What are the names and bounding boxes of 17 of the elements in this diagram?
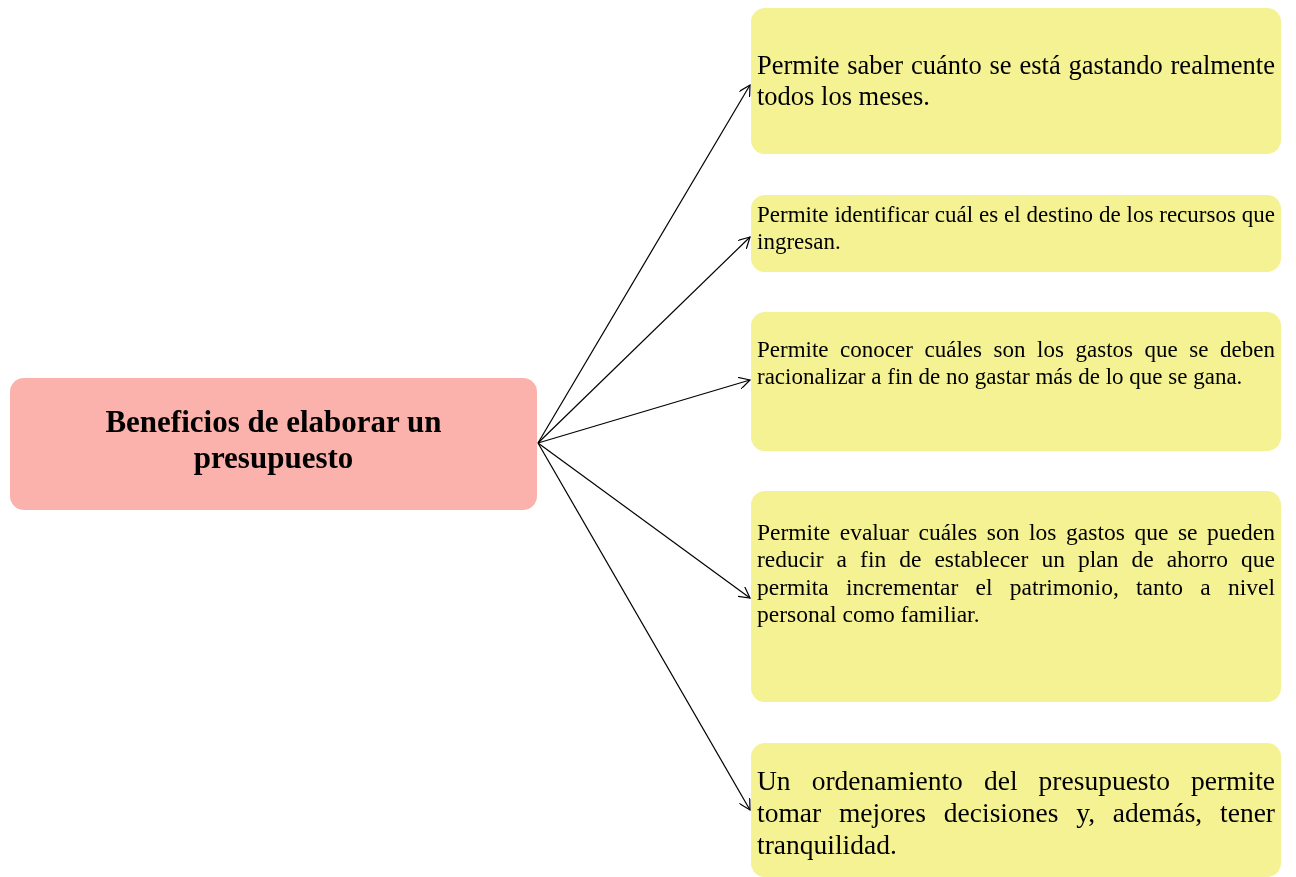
benefit-box [751,491,1281,702]
topic-box [10,378,537,510]
benefit-box [751,195,1281,272]
benefit-text: Permite evaluar cuáles son los gastos que se pueden reducir a fin de establecer un plan de ahorro que permita incrementar el patrimonio, tanto a nivel personal como familiar. [757,519,1275,628]
benefit-text: Un ordenamiento del presupuesto permite tomar mejores decisiones y, además, tener tranquilidad. [757,765,1275,861]
arrow [537,236,751,444]
benefit-text: Permite saber cuánto se está gastando realmente todos los meses. [757,50,1275,112]
arrow [537,442,751,599]
arrow [537,376,751,444]
benefit-box [751,743,1281,877]
benefit-text: Permite identificar cuál es el destino de los recursos que ingresan. [757,202,1275,256]
arrow [537,442,751,811]
benefit-box [751,312,1281,451]
benefit-box [751,8,1281,154]
topic-title: Beneficios de elaborar un presupuesto [104,404,443,476]
arrow [537,84,751,444]
benefit-text: Permite conocer cuáles son los gastos que se deben racionalizar a fin de no gastar más de lo que se gana. [757,337,1275,391]
